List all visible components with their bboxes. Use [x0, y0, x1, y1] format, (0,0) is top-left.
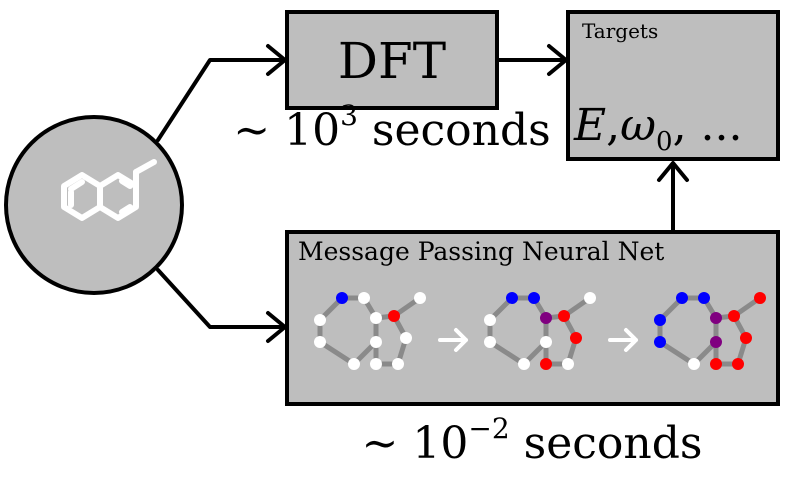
targets-values: E,ω0, ...	[573, 100, 743, 157]
graph-atom	[688, 358, 700, 370]
dft-label: DFT	[338, 32, 446, 90]
graph-atom	[654, 314, 666, 326]
graph-atom	[392, 358, 404, 370]
graph-atom	[754, 292, 766, 304]
graph-atom	[348, 358, 360, 370]
graph-atom	[558, 310, 570, 322]
graph-atom	[484, 314, 496, 326]
graph-atom	[698, 292, 710, 304]
graph-atom	[710, 312, 722, 324]
graph-atom	[388, 310, 400, 322]
graph-atom	[562, 358, 574, 370]
graph-atom	[732, 358, 744, 370]
step-arrow-1	[438, 328, 468, 352]
graph-stage-2	[484, 292, 596, 370]
graph-bond	[487, 339, 527, 367]
graph-stage-1	[314, 292, 426, 370]
graph-atom	[336, 292, 348, 304]
graph-atom	[370, 312, 382, 324]
arrow-to-mpnn	[156, 268, 284, 329]
targets-title: Targets	[582, 19, 658, 43]
graph-bond	[657, 339, 697, 367]
graph-stage-3	[654, 292, 766, 370]
graph-atom	[358, 292, 370, 304]
dft-time: ∼ 103 seconds	[233, 99, 551, 156]
graph-atom	[400, 332, 412, 344]
molecule-circle	[4, 115, 184, 295]
graph-atom	[570, 332, 582, 344]
graph-atom	[540, 358, 552, 370]
graph-atom	[314, 314, 326, 326]
graph-atom	[484, 336, 496, 348]
graph-atom	[540, 336, 552, 348]
mpnn-time: ∼ 10−2 seconds	[362, 412, 703, 469]
graph-bond	[317, 339, 357, 367]
graph-atom	[654, 336, 666, 348]
graph-atom	[728, 310, 740, 322]
arrow-to-dft	[156, 58, 284, 142]
graph-atom	[710, 336, 722, 348]
graph-atom	[370, 358, 382, 370]
input-molecule	[4, 115, 184, 295]
graph-atom	[540, 312, 552, 324]
arrow-head-mpnn-to-targets	[657, 161, 689, 182]
dft-box: DFT	[285, 10, 499, 110]
naphthalene-structure-icon	[61, 159, 157, 221]
graph-atom	[314, 336, 326, 348]
graph-atom	[676, 292, 688, 304]
targets-box: Targets E,ω0, ...	[566, 10, 780, 161]
graph-atom	[370, 336, 382, 348]
graph-atom	[518, 358, 530, 370]
step-arrow-2	[608, 328, 638, 352]
graph-atom	[528, 292, 540, 304]
mpnn-title: Message Passing Neural Net	[298, 237, 664, 266]
mpnn-stages	[314, 292, 766, 370]
graph-atom	[740, 332, 752, 344]
graph-atom	[584, 292, 596, 304]
graph-atom	[414, 292, 426, 304]
graph-atom	[506, 292, 518, 304]
mpnn-box: Message Passing Neural Net	[285, 230, 780, 406]
graph-atom	[710, 358, 722, 370]
